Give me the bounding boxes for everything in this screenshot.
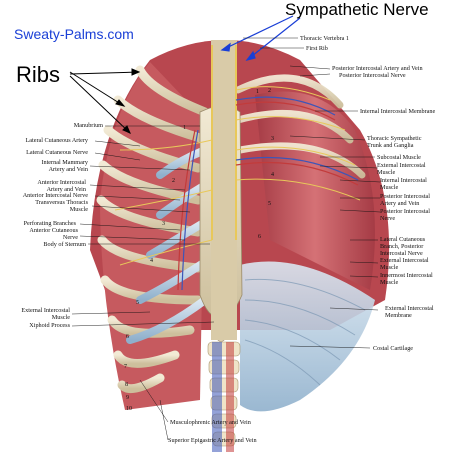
anatomy-right-label: Artery and Vein: [380, 200, 420, 207]
ribs-arrows: [69, 68, 141, 134]
anatomy-left-label: Lateral Cutaneous Artery: [25, 137, 88, 144]
rib-number: 3: [271, 136, 274, 142]
anatomy-left-label: External Intercostal: [21, 307, 70, 314]
anatomy-left-label: Artery and Vein: [48, 166, 88, 173]
anatomy-right-label: Muscle: [377, 169, 396, 176]
anatomy-left-label: Nerve: [62, 234, 78, 241]
right-costal-margin: [240, 261, 375, 412]
anatomy-left-label: Muscle: [51, 314, 70, 321]
anatomy-right-label: Thoracic Vertebra 1: [300, 35, 350, 42]
anatomy-bottom-label: Musculophrenic Artery and Vein: [170, 419, 251, 426]
rib-number: 5: [268, 201, 271, 207]
anatomy-left-label: Internal Mammary: [41, 159, 88, 166]
anatomy-left-label: Anterior Cutaneous: [29, 227, 78, 234]
rib-number: 9: [126, 395, 129, 401]
anatomy-right-label: Trunk and Ganglia: [367, 142, 414, 149]
rib-number: 1: [256, 89, 259, 95]
sympathetic-nerve-heading: Sympathetic Nerve: [285, 0, 429, 19]
right-intercostal-muscles: [255, 91, 375, 291]
rib-number: 5: [136, 300, 139, 306]
anatomy-left-label: Manubrium: [73, 122, 103, 129]
anatomy-right-label: Costal Cartilage: [373, 345, 414, 352]
anatomy-bottom-label: Superior Epigastric Artery and Vein: [168, 437, 257, 444]
anatomy-right-label: Intercostal Nerve: [380, 250, 423, 257]
anatomy-left-label: Artery and Vein: [46, 186, 86, 193]
anatomy-right-label: Internal Intercostal: [380, 177, 427, 184]
left-ribs: [96, 65, 210, 394]
rib-number: 7: [124, 364, 127, 370]
anatomy-right-label: External Intercostal: [385, 305, 434, 312]
sympathetic-trunk: [211, 45, 237, 240]
rib-number: 6: [126, 334, 129, 340]
anatomy-right-label: Membrane: [385, 312, 412, 319]
rib-number: 10: [126, 406, 132, 412]
anatomy-right-label: Muscle: [380, 184, 399, 191]
anatomy-right-label: Posterior Intercostal: [380, 193, 431, 200]
rib-number: 4: [271, 172, 274, 178]
rib-number: 2: [268, 88, 271, 94]
ribs-heading: Ribs: [16, 62, 61, 87]
anatomy-left-label: Muscle: [69, 206, 88, 213]
anatomy-left-label: Body of Sternum: [43, 241, 86, 248]
anatomy-left-label: Anterior Intercostal: [37, 179, 86, 186]
anatomy-right-label: Thoracic Sympathetic: [367, 135, 422, 142]
rib-number: 2: [172, 178, 175, 184]
rib-number: 1: [183, 125, 186, 131]
anatomy-right-label: Muscle: [380, 279, 399, 286]
anatomy-right-label: First Rib: [306, 45, 328, 52]
site-title[interactable]: Sweaty-Palms.com: [14, 26, 134, 42]
rib-number: 6: [258, 234, 261, 240]
anatomy-right-label: Muscle: [380, 264, 399, 271]
rib-number: 4: [150, 258, 153, 264]
anatomy-right-label: Nerve: [380, 215, 396, 222]
anatomy-right-label: Lateral Cutaneous: [380, 236, 426, 243]
anatomy-right-label: Innermost Intercostal: [380, 272, 433, 279]
anatomy-left-label: Perforating Branches: [23, 220, 76, 227]
anatomy-right-label: External Intercostal: [377, 162, 426, 169]
vertebral-column: [207, 40, 241, 452]
anatomy-right-label: Posterior Intercostal Nerve: [339, 72, 406, 79]
anatomy-left-label: Xiphoid Process: [29, 322, 70, 329]
anatomy-left-label: Transversus Thoracis: [35, 199, 88, 206]
anatomy-right-label: Subcostal Muscle: [377, 154, 421, 161]
rib-number: 3: [162, 221, 165, 227]
anatomy-left-label: Anterior Intercostal Nerve: [22, 192, 88, 199]
rib-number: 8: [125, 382, 128, 388]
anatomy-left-label: Lateral Cutaneous Nerve: [26, 149, 88, 156]
anatomy-right-label: Posterior Intercostal: [380, 208, 431, 215]
anatomy-right-label: External Intercostal: [380, 257, 429, 264]
anatomy-right-label: Internal Intercostal Membrane: [360, 108, 436, 115]
anatomy-right-label: Posterior Intercostal Artery and Vein: [332, 65, 423, 72]
anatomy-right-label: Branch, Posterior: [380, 243, 424, 250]
sympathetic-arrows: [220, 15, 301, 61]
